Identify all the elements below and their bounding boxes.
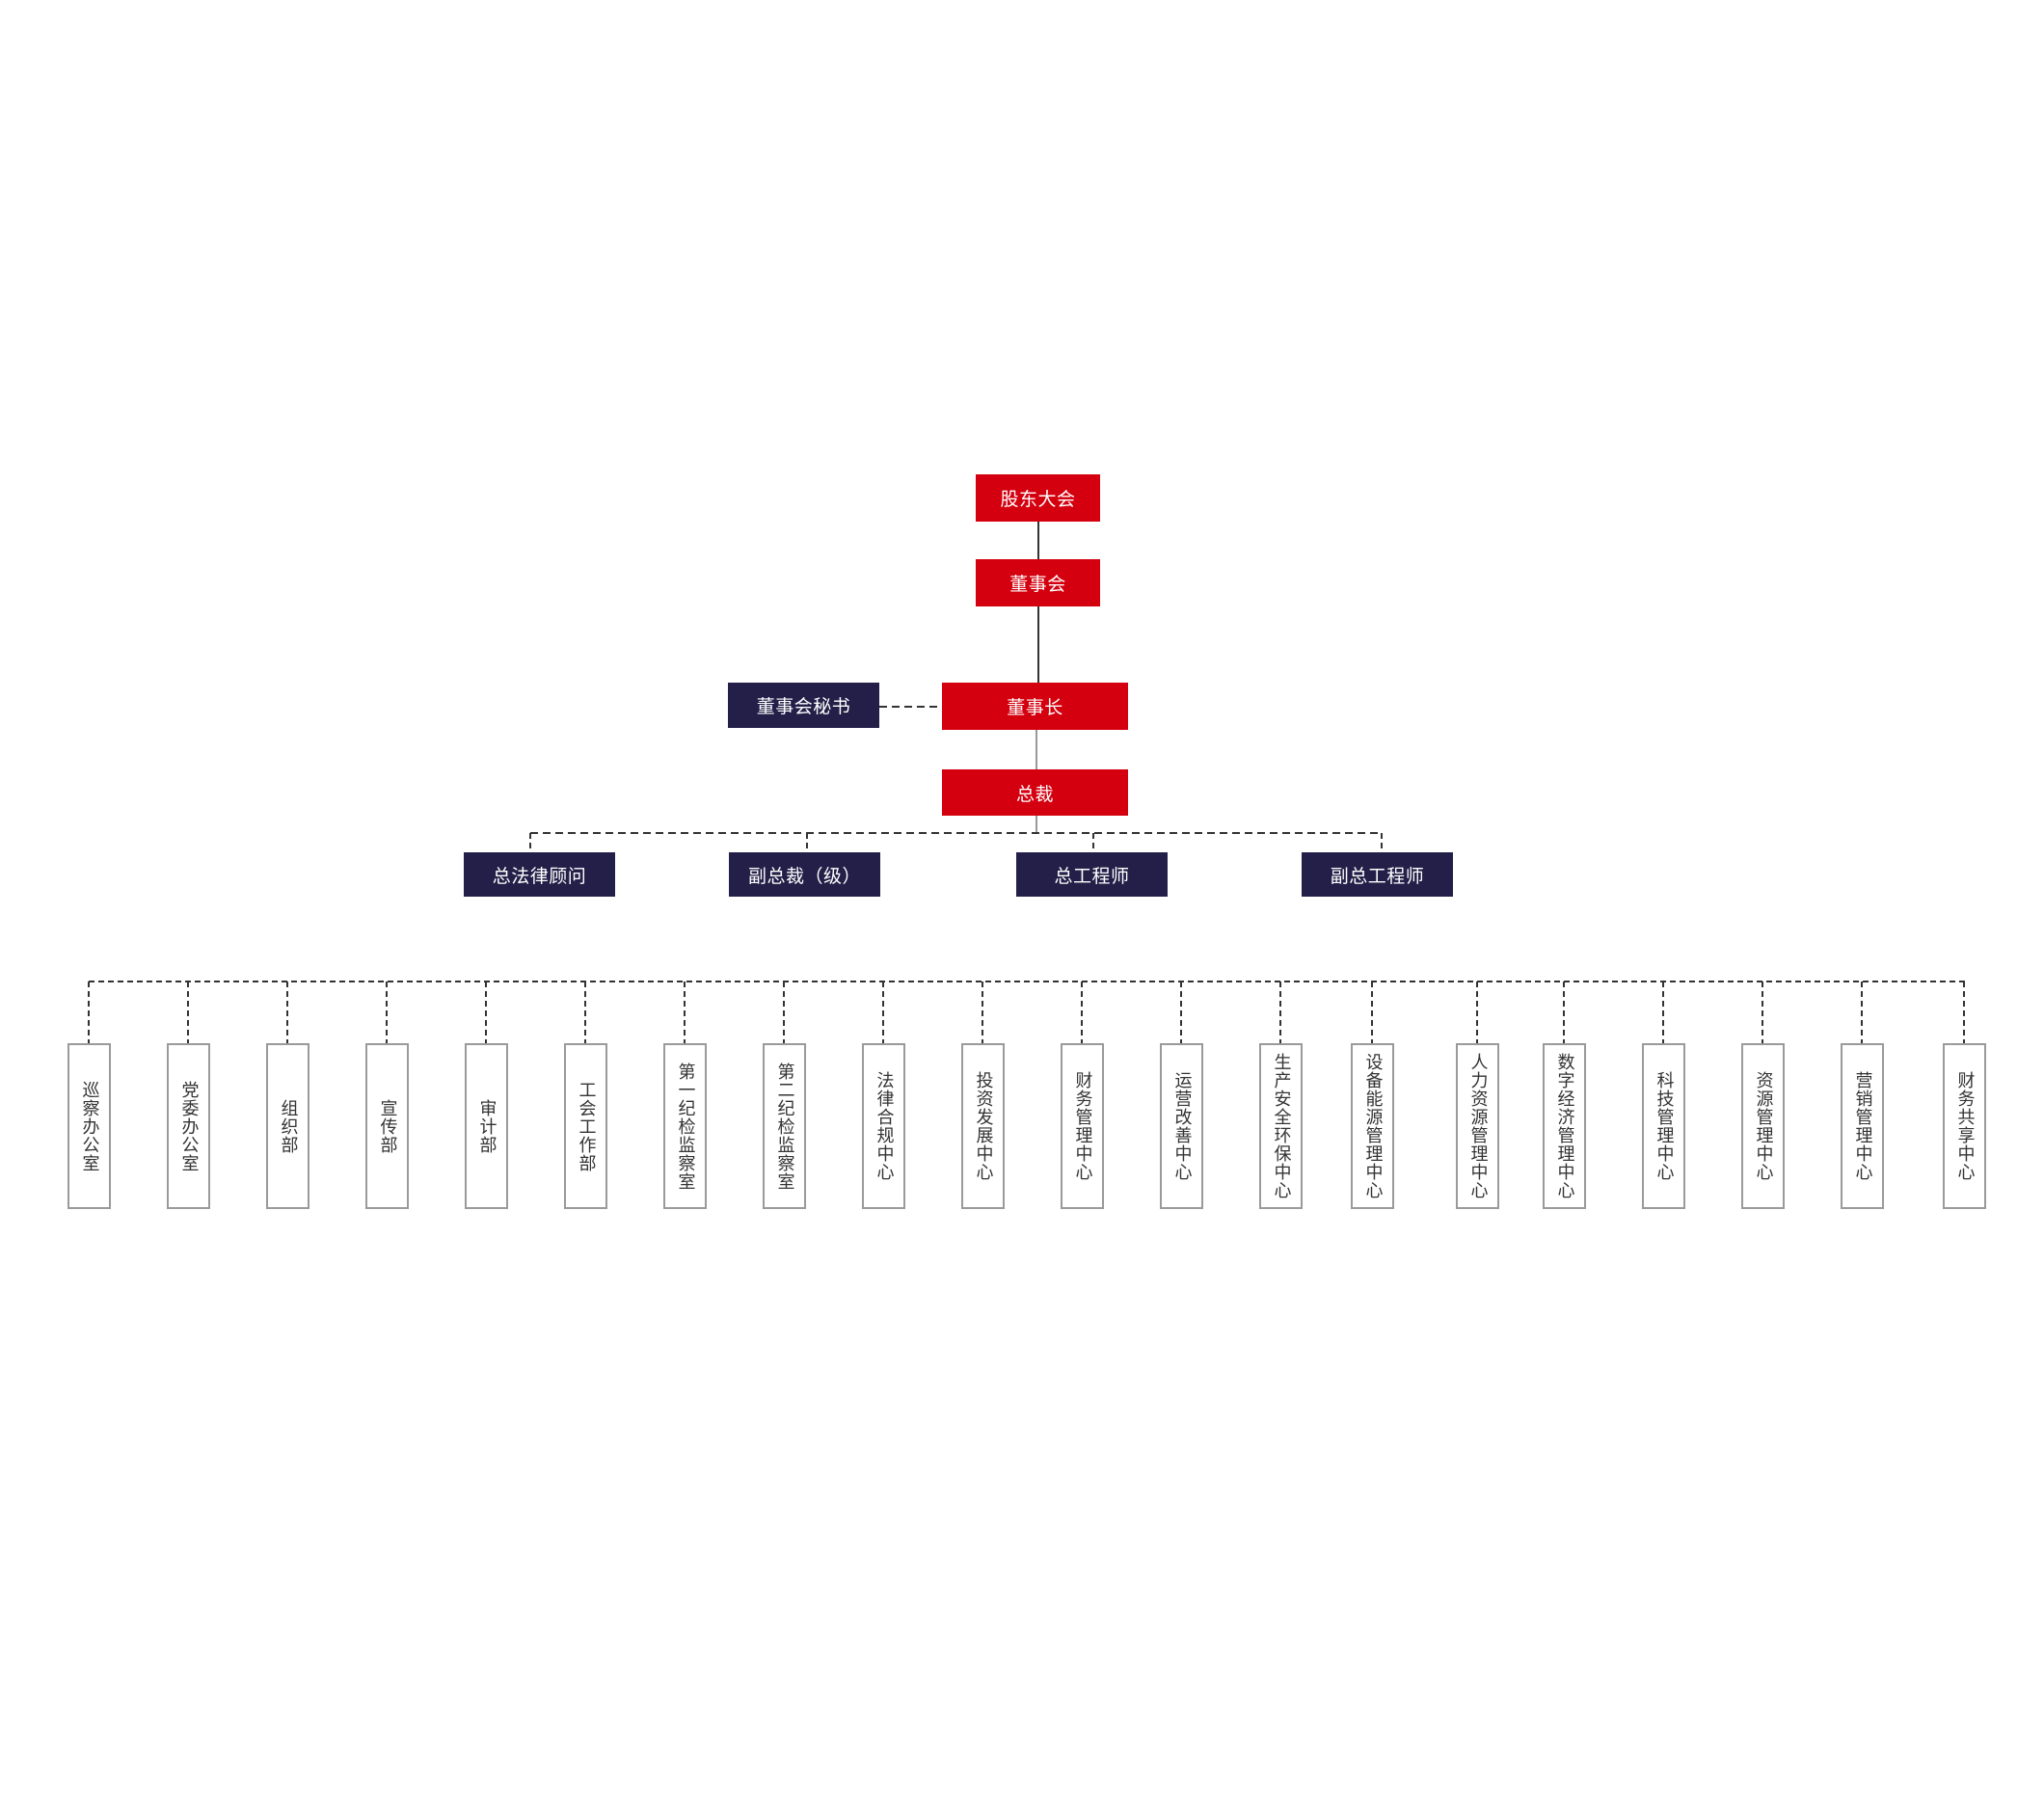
department-label: 财务共享中心 bbox=[1954, 1071, 1976, 1181]
node-deputy-chief-engineer: 副总工程师 bbox=[1302, 852, 1453, 897]
department-box: 组织部 bbox=[266, 1043, 309, 1209]
department-label: 资源管理中心 bbox=[1753, 1071, 1774, 1181]
department-label: 第一纪检监察室 bbox=[675, 1062, 696, 1191]
department-box: 审计部 bbox=[465, 1043, 508, 1209]
department-box: 科技管理中心 bbox=[1642, 1043, 1685, 1209]
department-label: 审计部 bbox=[476, 1098, 498, 1154]
department-label: 财务管理中心 bbox=[1072, 1071, 1093, 1181]
department-label: 工会工作部 bbox=[576, 1080, 597, 1172]
department-box: 宣传部 bbox=[365, 1043, 409, 1209]
node-president: 总裁 bbox=[942, 769, 1128, 816]
department-label: 营销管理中心 bbox=[1852, 1071, 1873, 1181]
department-box: 投资发展中心 bbox=[961, 1043, 1005, 1209]
node-general-counsel: 总法律顾问 bbox=[464, 852, 615, 897]
department-box: 党委办公室 bbox=[167, 1043, 210, 1209]
node-chairman: 董事长 bbox=[942, 683, 1128, 730]
department-box: 工会工作部 bbox=[564, 1043, 607, 1209]
department-label: 运营改善中心 bbox=[1171, 1071, 1193, 1181]
department-label: 组织部 bbox=[278, 1098, 299, 1154]
department-label: 投资发展中心 bbox=[973, 1071, 994, 1181]
department-box: 财务管理中心 bbox=[1061, 1043, 1104, 1209]
department-label: 人力资源管理中心 bbox=[1467, 1053, 1489, 1199]
department-label: 数字经济管理中心 bbox=[1554, 1053, 1575, 1199]
department-box: 设备能源管理中心 bbox=[1351, 1043, 1394, 1209]
department-label: 生产安全环保中心 bbox=[1271, 1053, 1292, 1199]
department-box: 巡察办公室 bbox=[67, 1043, 111, 1209]
department-box: 第二纪检监察室 bbox=[763, 1043, 806, 1209]
node-board: 董事会 bbox=[976, 559, 1100, 606]
department-box: 法律合规中心 bbox=[862, 1043, 905, 1209]
node-vice-president: 副总裁（级） bbox=[729, 852, 880, 897]
department-box: 运营改善中心 bbox=[1160, 1043, 1203, 1209]
department-drop-lines bbox=[88, 982, 1965, 1043]
department-label: 设备能源管理中心 bbox=[1362, 1053, 1384, 1199]
department-label: 法律合规中心 bbox=[874, 1071, 895, 1181]
department-label: 科技管理中心 bbox=[1654, 1071, 1675, 1181]
department-label: 宣传部 bbox=[377, 1098, 398, 1154]
node-shareholders: 股东大会 bbox=[976, 474, 1100, 522]
department-label: 巡察办公室 bbox=[79, 1080, 100, 1172]
node-board-secretary: 董事会秘书 bbox=[728, 683, 879, 728]
node-chief-engineer: 总工程师 bbox=[1016, 852, 1168, 897]
department-box: 营销管理中心 bbox=[1841, 1043, 1884, 1209]
department-label: 党委办公室 bbox=[178, 1080, 200, 1172]
department-box: 资源管理中心 bbox=[1741, 1043, 1785, 1209]
department-box: 财务共享中心 bbox=[1943, 1043, 1986, 1209]
department-label: 第二纪检监察室 bbox=[774, 1062, 795, 1191]
department-box: 数字经济管理中心 bbox=[1543, 1043, 1586, 1209]
department-box: 人力资源管理中心 bbox=[1456, 1043, 1499, 1209]
department-box: 生产安全环保中心 bbox=[1259, 1043, 1303, 1209]
department-box: 第一纪检监察室 bbox=[663, 1043, 707, 1209]
